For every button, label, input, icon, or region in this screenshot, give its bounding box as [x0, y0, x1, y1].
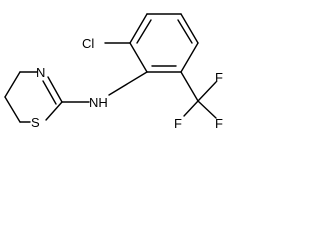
bond-ar-5-6 [180, 42, 199, 73]
bond-cf3-f-right [197, 100, 217, 119]
bond-c5-c6 [4, 96, 21, 123]
bond-ar-inner-a [136, 19, 152, 44]
bond-ar-2-3 [129, 13, 148, 44]
bond-cf3-f-left [183, 100, 199, 117]
bond-c2-n3 [47, 76, 63, 103]
bond-cf3-f-top [197, 81, 217, 102]
atom-label-n-ring: N [36, 65, 45, 80]
atom-label-nh: NH [89, 95, 108, 110]
thiazine-ring [4, 71, 63, 123]
atom-label-f-left: F [174, 116, 182, 131]
atom-label-s-ring: S [31, 115, 40, 130]
bond-nh-aryl [108, 71, 148, 96]
benzene-ring [129, 13, 199, 73]
bond-s1-c2 [45, 101, 63, 121]
bond-c4-c5 [4, 71, 21, 98]
atom-label-f-right: F [215, 116, 223, 131]
molecule-drawing: N S NH Cl F F F [4, 13, 223, 131]
atom-label-f-top: F [215, 70, 223, 85]
bond-ar-cf3 [180, 71, 199, 102]
structure-diagram: N S NH Cl F F F [0, 0, 245, 150]
atom-label-cl: Cl [82, 36, 94, 51]
bond-c2-n3-double [42, 80, 57, 105]
bond-ar-1-2 [129, 42, 148, 73]
bond-ar-4-5 [180, 13, 199, 44]
bond-ar-inner-b [177, 19, 193, 44]
